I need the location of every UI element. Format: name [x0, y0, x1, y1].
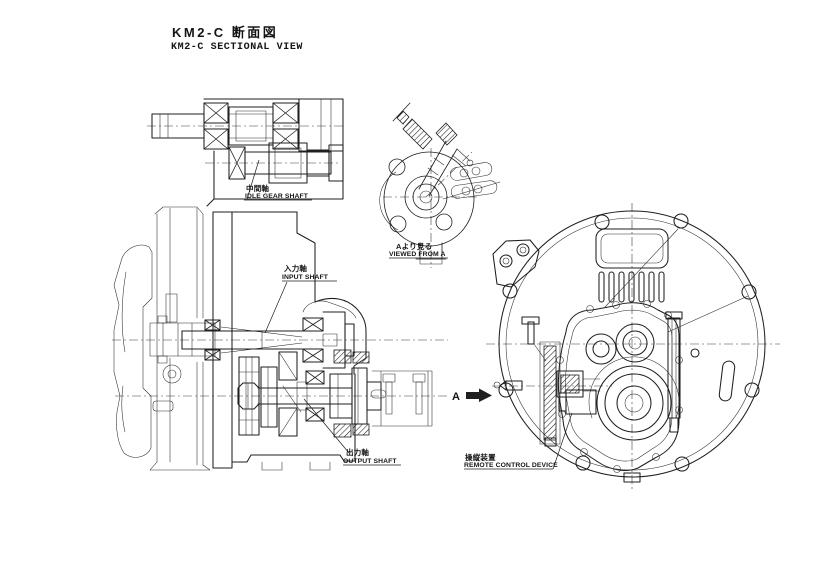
idle-gear-shaft-section-view [147, 98, 344, 207]
input-shaft-label-jp: 入力軸 [283, 263, 307, 273]
main-sectional-view [112, 206, 448, 471]
view-direction-arrow-icon [466, 388, 492, 402]
idle-gear-shaft-leader [246, 159, 260, 200]
title-japanese: KM2-C 断面図 [172, 25, 278, 40]
output-shaft-label-jp: 出力軸 [346, 447, 369, 457]
vent-slots [598, 271, 665, 303]
engine-flywheel-outline [113, 206, 216, 471]
output-shaft-leader [303, 398, 350, 454]
viewed-from-a-label-en: VIEWED FROM A [389, 251, 446, 258]
output-shaft-assembly [237, 349, 433, 438]
idle-gear-shaft-label-en: IDLE GEAR SHAFT [245, 193, 309, 200]
input-shaft-label-en: INPUT SHAFT [282, 274, 329, 281]
gear-cluster [238, 351, 308, 437]
title-english: KM2-C SECTIONAL VIEW [171, 42, 303, 53]
callout-annotations: 中間軸 IDLE GEAR SHAFT 入力軸 INPUT SHAFT 出力軸 … [244, 159, 573, 470]
input-shaft-leader [264, 281, 288, 334]
idle-gear-shaft-label-jp: 中間軸 [246, 183, 269, 193]
view-direction-marker: A [452, 388, 492, 403]
gearbox-housing-outline [212, 211, 367, 471]
output-shaft-label-en: OUTPUT SHAFT [343, 458, 397, 465]
viewed-from-a-detail [379, 102, 501, 268]
remote-control-label-jp: 操縦装置 [465, 452, 496, 462]
input-shaft-assembly [181, 311, 355, 369]
end-view [486, 203, 780, 490]
cover-bolt-bosses [556, 300, 683, 473]
remote-control-label-en: REMOTE CONTROL DEVICE [464, 462, 558, 469]
drawing-title: KM2-C 断面図 KM2-C SECTIONAL VIEW [171, 25, 303, 53]
remote-control-assembly [493, 316, 601, 447]
view-direction-letter: A [452, 391, 460, 403]
remote-control-leader [552, 412, 573, 470]
viewed-from-a-label-jp: Aより見る [396, 241, 432, 251]
